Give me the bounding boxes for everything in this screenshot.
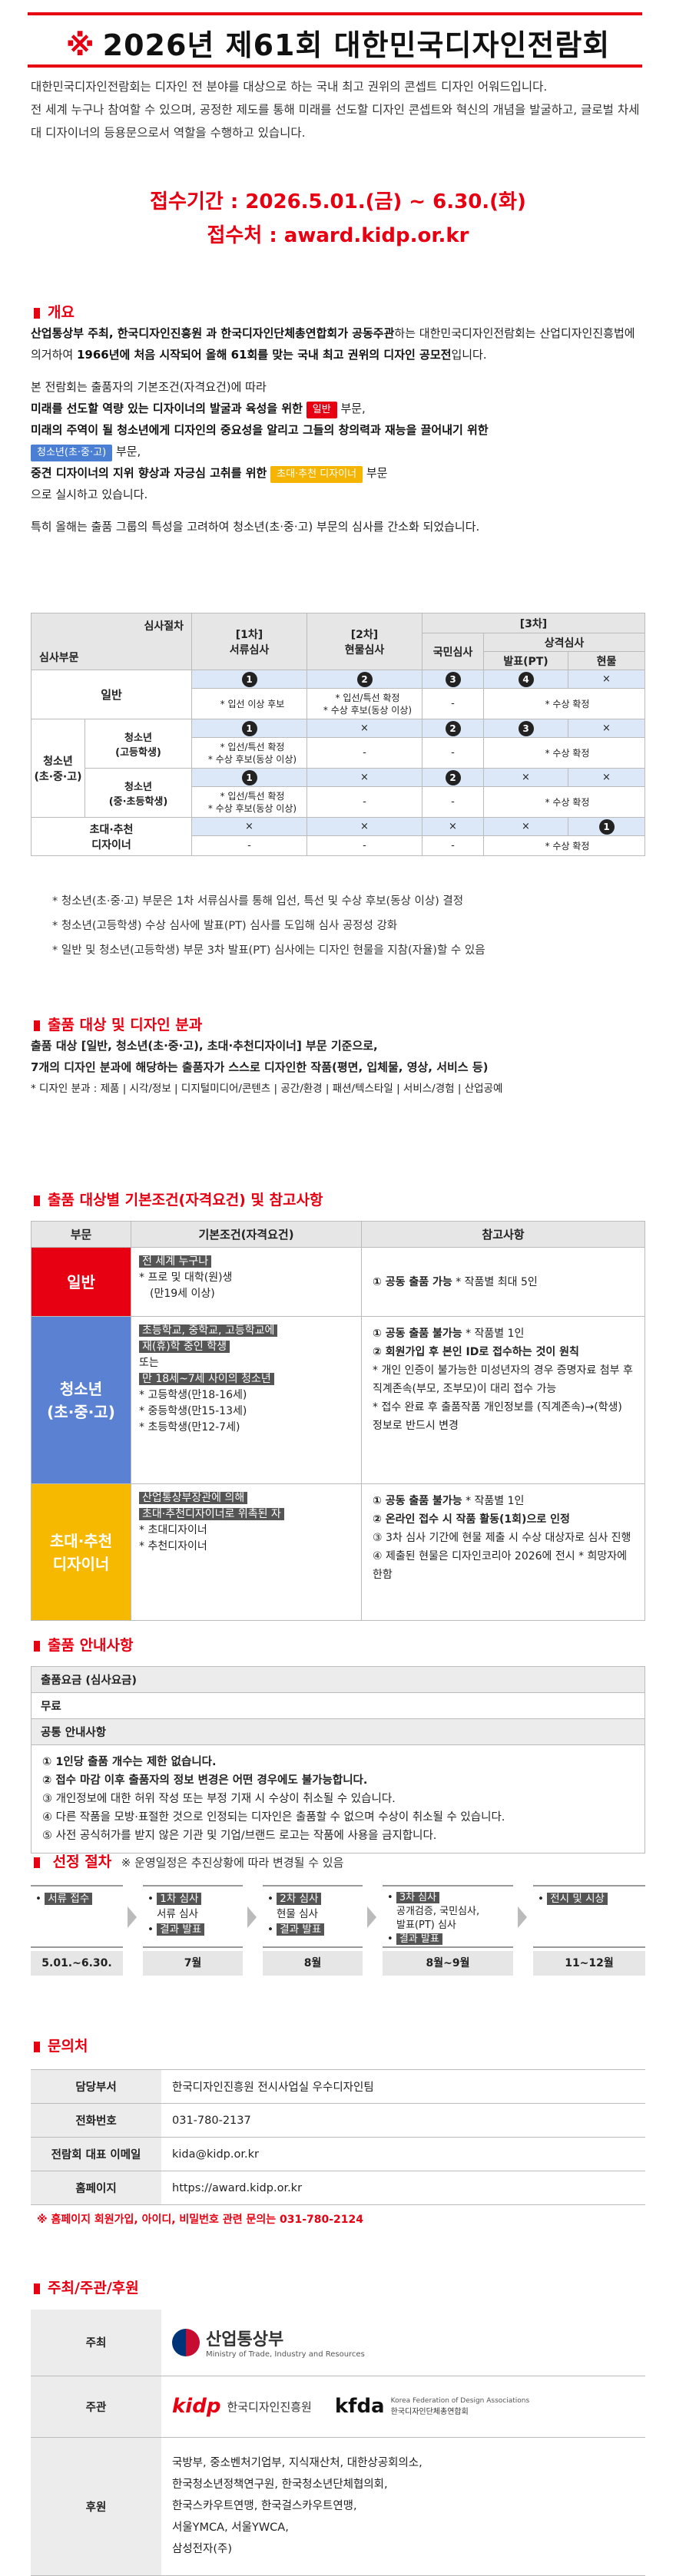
sponsor-list: 국방부, 중소벤처기업부, 지식재산처, 대한상공회의소, 한국청소년정책연구원… bbox=[161, 2437, 645, 2576]
step-circle: 3 bbox=[445, 671, 461, 687]
arrow-right-icon bbox=[367, 1906, 376, 1928]
step-circle: 1 bbox=[598, 818, 615, 835]
process-time: 11~12월 bbox=[533, 1951, 645, 1976]
page-title: ※2026년 제61회 대한민국디자인전람회 bbox=[65, 28, 611, 62]
list-item: ② 접수 마감 이후 출품자의 정보 변경은 어떤 경우에도 불가능합니다. bbox=[42, 1774, 368, 1787]
process-step: • 전시 및 시상 bbox=[533, 1885, 645, 1948]
step-circle: 2 bbox=[445, 720, 461, 736]
title-divider bbox=[28, 64, 642, 68]
email-link[interactable]: kida@kidp.or.kr bbox=[161, 2137, 645, 2171]
section-title-guide: 출품 안내사항 bbox=[34, 1634, 134, 1655]
top-divider bbox=[28, 12, 642, 15]
criteria-table: 부문 기본조건(자격요건) 참고사항 일반 전 세계 누구나 * 프로 및 대학… bbox=[31, 1221, 645, 1621]
tag-general: 일반 bbox=[306, 402, 337, 418]
arrow-right-icon bbox=[128, 1906, 137, 1928]
step-circle: 1 bbox=[241, 671, 257, 687]
row-youth-low: 청소년 (중·초등학생) bbox=[84, 768, 192, 818]
arrow-right-icon bbox=[247, 1906, 257, 1928]
intro: 대한민국디자인전람회는 디자인 전 분야를 대상으로 하는 국내 최고 권위의 … bbox=[0, 75, 676, 144]
hosts-table: 주최 산업통상부 Ministry of Trade, Industry and… bbox=[31, 2310, 645, 2576]
step-circle: 4 bbox=[518, 671, 534, 687]
process-step: • 3차 심사 공개검증, 국민심사, 발표(PT) 심사 • 결과 발표 bbox=[383, 1885, 513, 1948]
process-step: • 서류 접수 bbox=[31, 1885, 123, 1948]
taegeuk-icon bbox=[172, 2328, 200, 2356]
list-item: ④ 다른 작품을 모방·표절한 것으로 인정되는 디자인은 출품할 수 없으며 … bbox=[42, 1811, 505, 1824]
submission-site: 접수처 : award.kidp.or.kr bbox=[207, 224, 469, 247]
tag-invited: 초대·추천 디자이너 bbox=[270, 466, 363, 483]
section-title-overview: 개요 bbox=[34, 301, 75, 322]
row-youth-high: 청소년 (고등학생) bbox=[84, 719, 192, 769]
submission-period: 접수기간 : 2026.5.01.(금) ~ 6.30.(화) bbox=[150, 190, 526, 213]
tag-youth: 청소년(초·중·고) bbox=[31, 445, 113, 461]
judging-notes: * 청소년(초·중·고) 부문은 1차 서류심사를 통해 입선, 특선 및 수상… bbox=[52, 889, 651, 963]
step-circle: 1 bbox=[241, 769, 257, 785]
intro-p2: 전 세계 누구나 참여할 수 있으며, 공정한 제도를 통해 미래를 선도할 디… bbox=[31, 103, 640, 140]
homepage-link[interactable]: https://award.kidp.or.kr bbox=[161, 2171, 645, 2205]
process-flow: • 서류 접수 • 1차 심사 서류 심사 • 결과 발표 • 2차 심사 현물… bbox=[31, 1885, 645, 1977]
section-title-hosts: 주최/주관/후원 bbox=[34, 2277, 139, 2297]
step-circle: 3 bbox=[518, 720, 534, 736]
arrow-right-icon bbox=[518, 1906, 527, 1928]
criteria-cat-invited: 초대·추천 디자이너 bbox=[31, 1483, 131, 1621]
overview-text: 산업통상부 주최, 한국디자인진흥원 과 한국디자인단체총연합회가 공동주관하는… bbox=[31, 326, 635, 534]
step-circle: 2 bbox=[445, 769, 461, 785]
section-title-entry: 출품 대상 및 디자인 분과 bbox=[34, 1014, 202, 1034]
motie-logo: 산업통상부 Ministry of Trade, Industry and Re… bbox=[172, 2326, 635, 2359]
intro-p1: 대한민국디자인전람회는 디자인 전 분야를 대상으로 하는 국내 최고 권위의 … bbox=[31, 80, 548, 94]
process-time: 8월~9월 bbox=[383, 1951, 513, 1976]
section-title-process: 선정 절차 ※ 운영일정은 추진상황에 따라 변경될 수 있음 bbox=[34, 1850, 344, 1871]
row-invited: 초대·추천 디자이너 bbox=[31, 817, 192, 856]
criteria-cat-general: 일반 bbox=[31, 1247, 131, 1317]
row-youth: 청소년 (초·중·고) bbox=[31, 719, 85, 818]
section-title-contact: 문의처 bbox=[34, 2035, 88, 2055]
process-step: • 2차 심사 현물 심사 • 결과 발표 bbox=[263, 1885, 363, 1948]
guide-table: 출품요금 (심사요금) 무료 공통 안내사항 ① 1인당 출품 개수는 제한 없… bbox=[31, 1666, 645, 1853]
judging-table: 심사절차 심사부문 [1차] 서류심사 [2차] 현물심사 [3차] 국민심사 … bbox=[31, 613, 645, 856]
kidp-logo: kidp 한국디자인진흥원 bbox=[172, 2395, 312, 2418]
section-title-criteria: 출품 대상별 기본조건(자격요건) 및 참고사항 bbox=[34, 1189, 323, 1209]
step-circle: 1 bbox=[241, 720, 257, 736]
list-item: * 청소년(고등학생) 수상 심사에 발표(PT) 심사를 도입해 심사 공정성… bbox=[52, 920, 398, 932]
process-step: • 1차 심사 서류 심사 • 결과 발표 bbox=[143, 1885, 243, 1948]
list-item: * 청소년(초·중·고) 부문은 1차 서류심사를 통해 입선, 특선 및 수상… bbox=[52, 895, 464, 908]
table-corner: 심사절차 심사부문 bbox=[31, 613, 192, 670]
process-time: 8월 bbox=[263, 1951, 363, 1976]
list-item: * 일반 및 청소년(고등학생) 부문 3차 발표(PT) 심사에는 디자인 현… bbox=[52, 944, 485, 957]
process-time: 5.01.~6.30. bbox=[31, 1951, 123, 1976]
row-general: 일반 bbox=[31, 670, 192, 719]
criteria-cat-youth: 청소년 (초·중·고) bbox=[31, 1316, 131, 1484]
list-item: ⑤ 사전 공식허가를 받지 않은 기관 및 기업/브랜드 로고는 작품에 사용을… bbox=[42, 1830, 437, 1842]
list-item: ③ 개인정보에 대한 허위 작성 또는 부정 기재 시 수상이 취소될 수 있습… bbox=[42, 1793, 396, 1805]
step-circle: 2 bbox=[356, 671, 373, 687]
reference-mark-icon: ※ bbox=[65, 28, 95, 62]
entry-text: 출품 대상 [일반, 청소년(초·중·고), 초대·추천디자이너] 부문 기준으… bbox=[31, 1039, 503, 1095]
account-inquiry-note: ※ 홈페이지 회원가입, 아이디, 비밀번호 관련 문의는 031-780-21… bbox=[37, 2214, 363, 2226]
kfda-logo: kfda Korea Federation of Design Associat… bbox=[334, 2395, 530, 2418]
list-item: ① 1인당 출품 개수는 제한 없습니다. bbox=[42, 1756, 217, 1768]
process-time: 7월 bbox=[143, 1951, 243, 1976]
